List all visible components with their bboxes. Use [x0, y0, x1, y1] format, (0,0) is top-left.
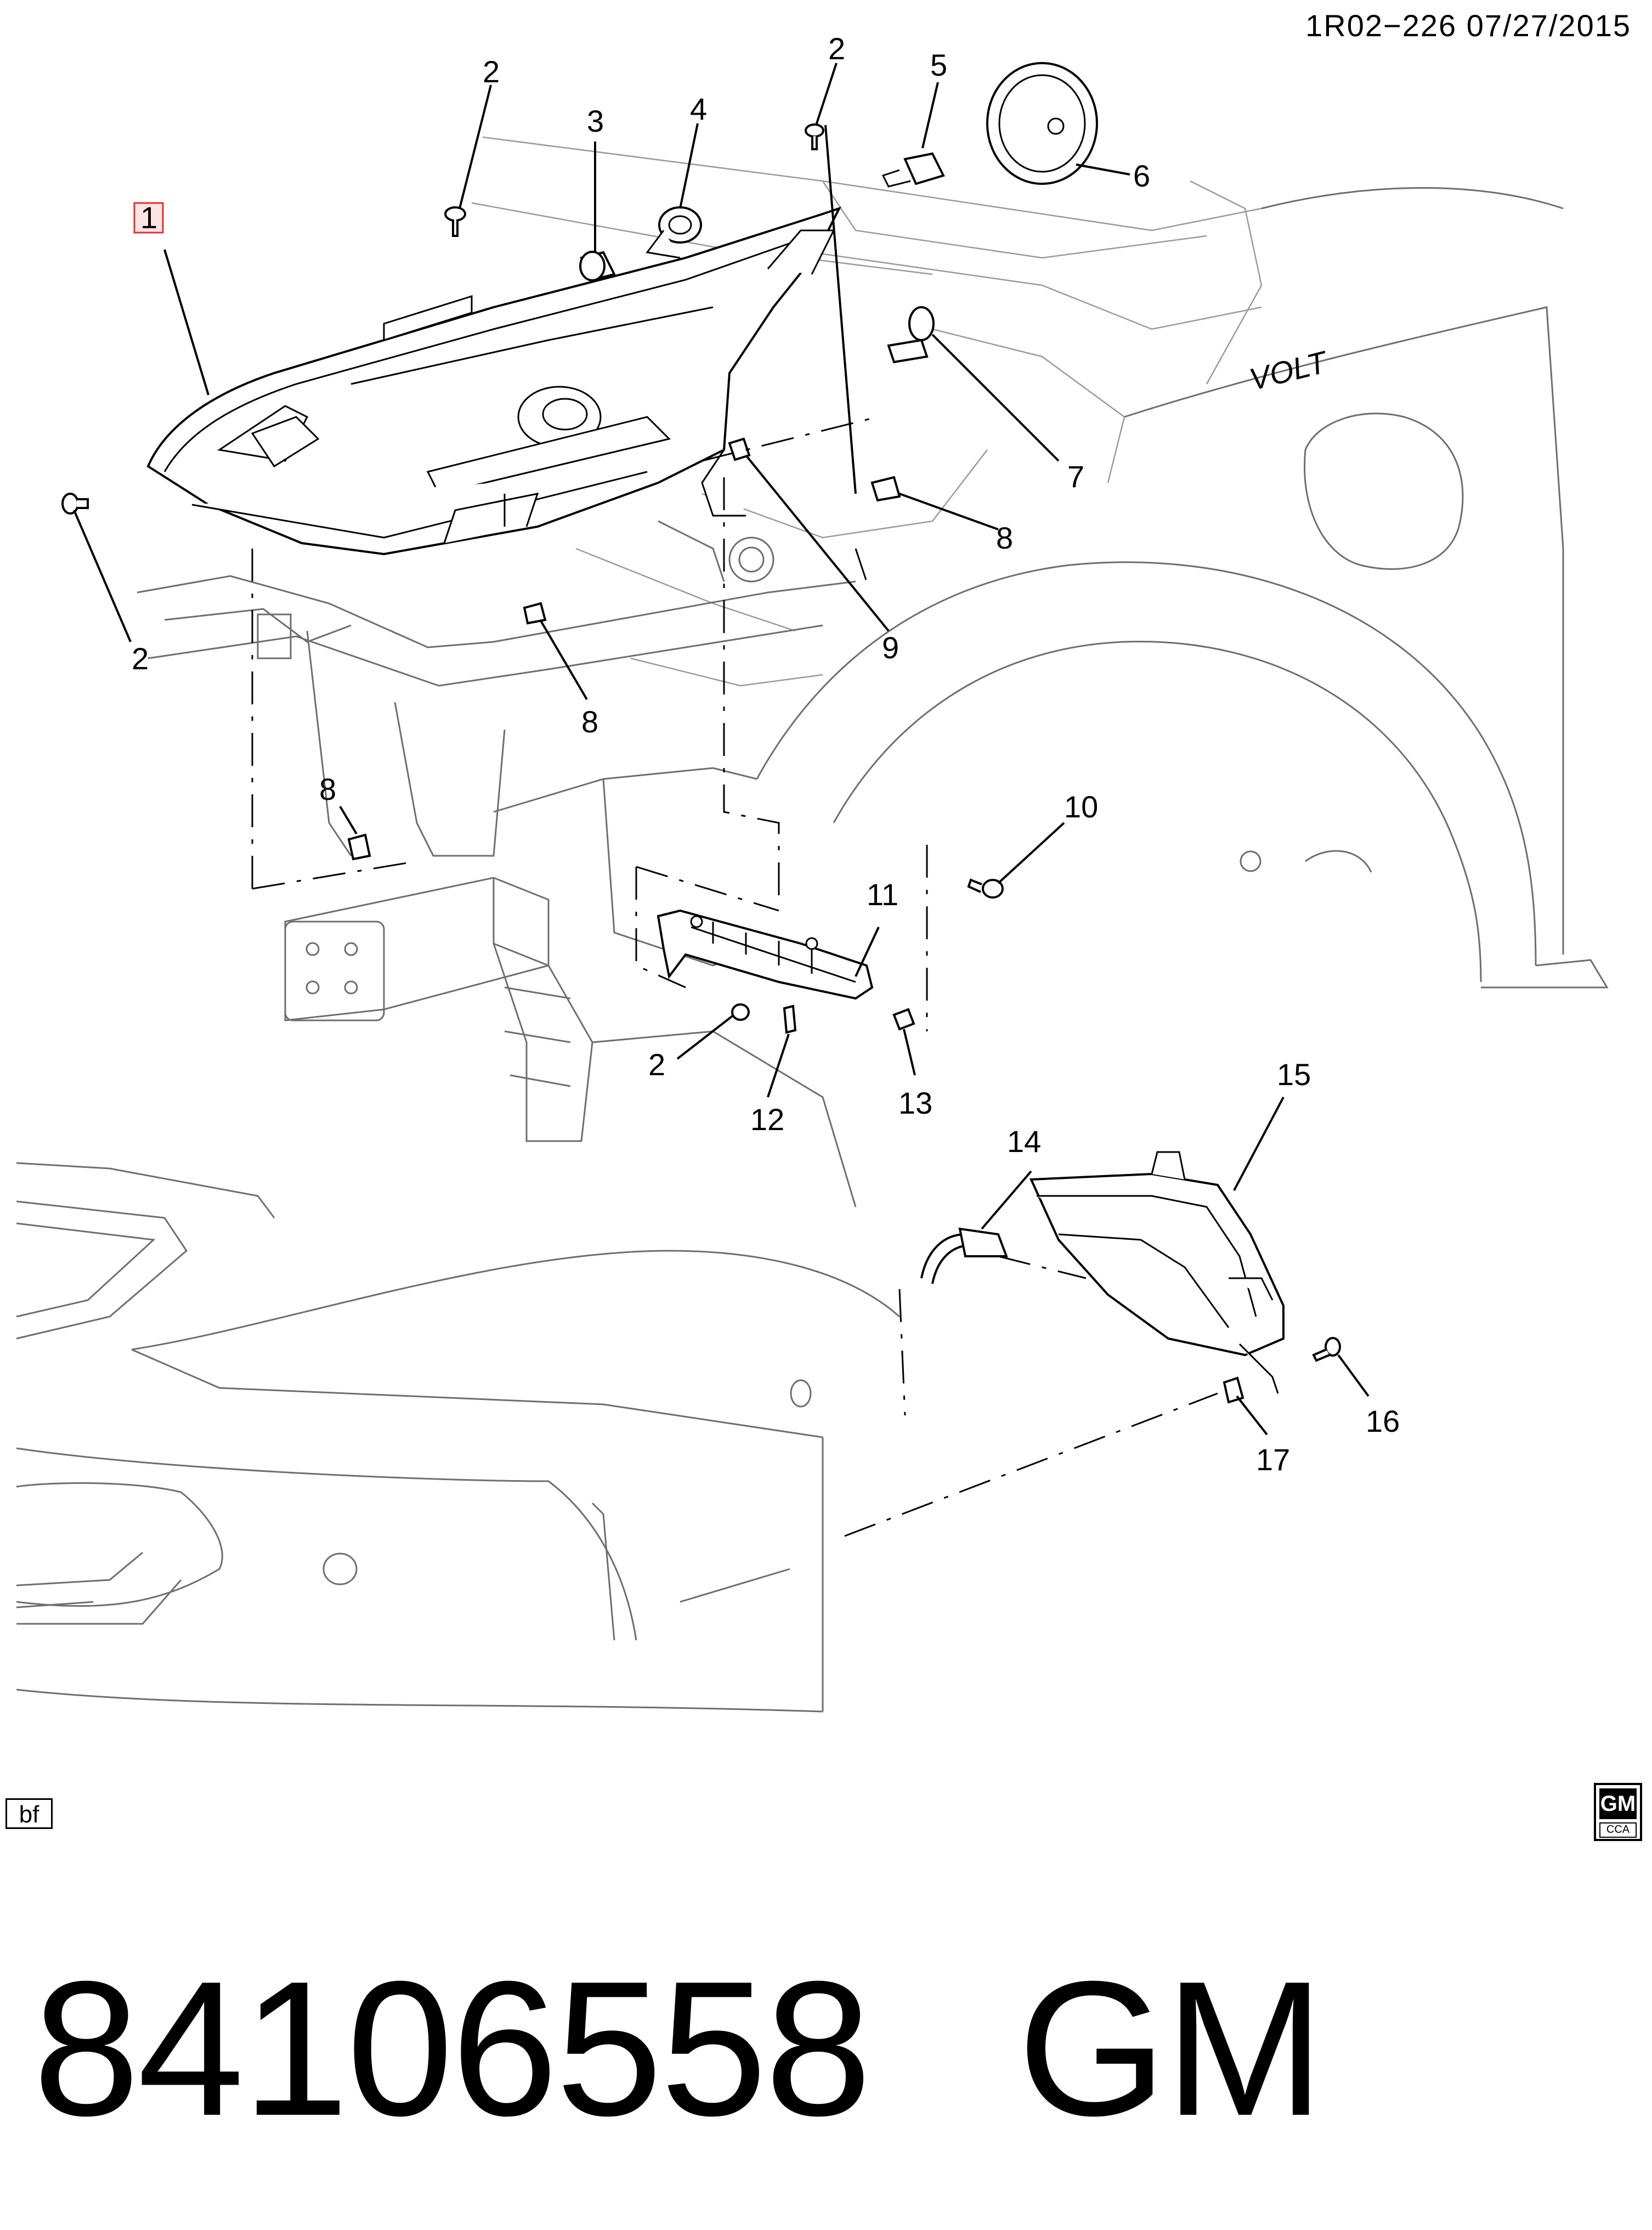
screw-part-2-top-left	[444, 206, 466, 237]
part-number: 84106558	[33, 1941, 872, 2156]
screw-part-16	[1312, 1337, 1341, 1362]
callout-3: 3	[587, 104, 604, 138]
callout-16: 16	[1366, 1404, 1400, 1438]
gm-logo-text: GM	[1599, 1788, 1637, 1819]
callout-2-top-left: 2	[483, 54, 500, 89]
clip-part-8-lower	[347, 833, 371, 861]
fender-badge-text: VOLT	[1246, 344, 1332, 397]
headlamp-assembly	[146, 206, 841, 556]
nut-part-9	[728, 437, 751, 461]
manufacturer: GM	[1017, 1941, 1325, 2156]
callout-8-left: 8	[319, 772, 336, 806]
screw-part-2-left	[61, 493, 89, 515]
document-reference: 1R02−226 07/27/2015	[1305, 8, 1631, 43]
leader-lines	[73, 63, 1370, 1436]
cca-logo-text: CCA	[1599, 1822, 1637, 1838]
bolt-part-10	[967, 878, 1004, 899]
cap-part-6	[986, 62, 1098, 185]
callout-17: 17	[1256, 1442, 1290, 1477]
fasteners	[61, 123, 1341, 1404]
callout-1-highlight-box	[133, 202, 164, 234]
callout-1: 1	[140, 200, 157, 235]
pin-part-12	[783, 1004, 797, 1034]
screw-part-2-top-right	[805, 123, 824, 150]
callout-5: 5	[930, 48, 947, 82]
radiator-support	[137, 520, 856, 967]
bulb-part-5	[881, 152, 945, 188]
callout-11: 11	[867, 877, 898, 912]
callout-12: 12	[750, 1102, 784, 1137]
callout-7: 7	[1067, 459, 1084, 494]
lamp-part-15	[1029, 1151, 1285, 1394]
callout-8-mid: 8	[581, 704, 598, 739]
hood-and-body-outline	[471, 136, 1263, 687]
nut-part-13	[892, 1008, 915, 1031]
fender-outline	[756, 187, 1609, 989]
screw-part-2-bottom	[731, 1003, 750, 1021]
callout-2-top-right: 2	[828, 31, 845, 66]
frame-rail	[284, 877, 857, 1207]
installation-guides	[251, 416, 1218, 1537]
bulb-part-3	[579, 251, 616, 281]
callout-6: 6	[1133, 159, 1150, 193]
callout-2-bottom: 2	[648, 1047, 665, 1082]
callout-8-right: 8	[996, 521, 1013, 555]
bf-tag: bf	[5, 1798, 53, 1829]
bracket-part-11	[657, 909, 874, 1000]
callout-9: 9	[882, 630, 899, 665]
front-fascia	[16, 1162, 900, 1713]
clip-part-8-mid	[523, 602, 547, 625]
harness-part-14	[920, 1227, 1008, 1284]
connector-part-7	[887, 306, 935, 364]
gm-cca-logo: GM CCA	[1594, 1783, 1642, 1841]
socket-part-4	[646, 206, 702, 259]
callout-14: 14	[1007, 1124, 1041, 1159]
clip-part-8-upper	[870, 476, 901, 502]
callout-labels: 1 2 2 2 2 3 4 5 6 7 8 8 8 9 10 11 12 13 …	[132, 31, 1400, 1477]
callout-15: 15	[1277, 1057, 1311, 1092]
callout-10: 10	[1064, 789, 1098, 824]
callout-2-left: 2	[132, 641, 149, 676]
callout-4: 4	[690, 92, 707, 126]
callout-13: 13	[898, 1086, 932, 1120]
